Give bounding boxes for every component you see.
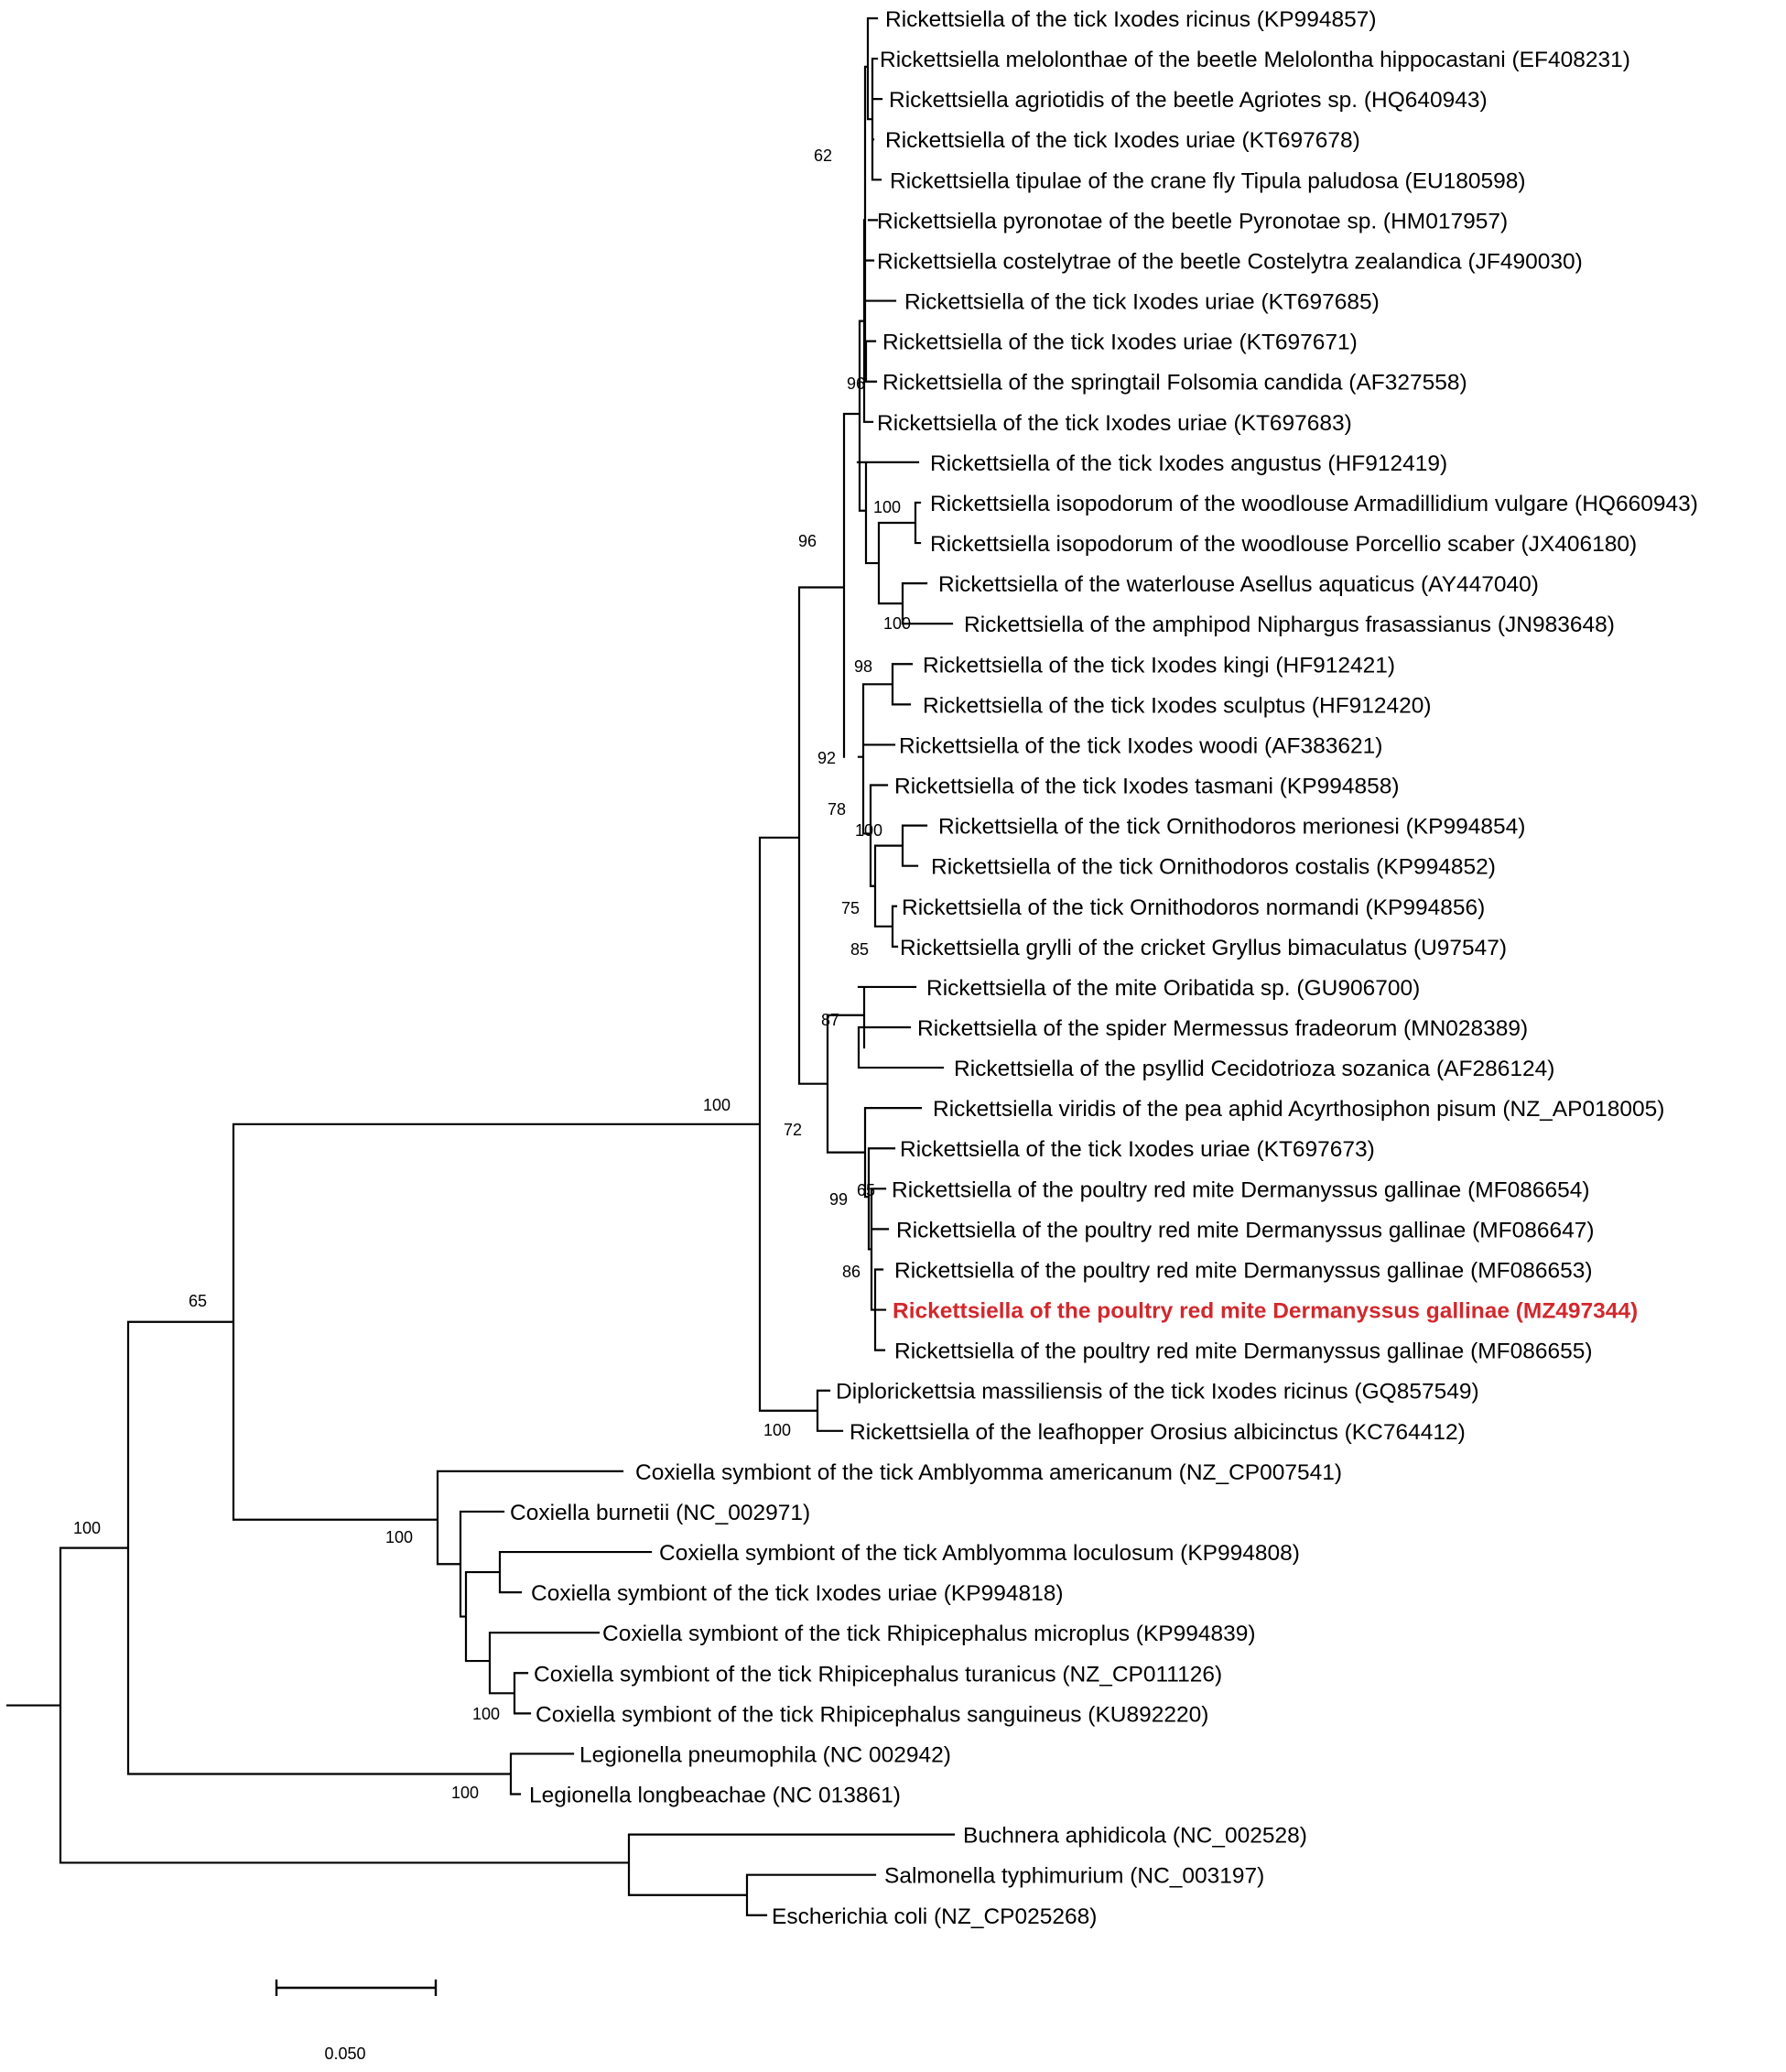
- taxon-labels: Rickettsiella of the tick Ixodes ricinus…: [510, 7, 1698, 1929]
- support-value: 100: [883, 614, 911, 633]
- support-value: 100: [703, 1096, 731, 1114]
- taxon-label-t36: Rickettsiella of the leafhopper Orosius …: [850, 1420, 1466, 1445]
- support-value: 100: [385, 1528, 413, 1546]
- taxon-label-t5: Rickettsiella tipulae of the crane fly T…: [890, 168, 1526, 193]
- scale-bar-label: 0.050: [324, 2045, 365, 2063]
- taxon-label-t14: Rickettsiella isopodorum of the woodlous…: [930, 532, 1637, 557]
- branch-lines: [5, 16, 956, 1916]
- taxon-label-t20: Rickettsiella of the tick Ixodes tasmani…: [894, 775, 1400, 799]
- support-value: 65: [189, 1292, 207, 1310]
- taxon-label-t31: Rickettsiella of the poultry red mite De…: [896, 1218, 1595, 1242]
- taxon-label-t17: Rickettsiella of the tick Ixodes kingi (…: [923, 653, 1395, 678]
- support-value: 100: [855, 821, 882, 840]
- scale-bar-line: [275, 1980, 438, 1996]
- taxon-label-t33: Rickettsiella of the poultry red mite De…: [893, 1299, 1638, 1324]
- support-value: 98: [854, 657, 872, 676]
- taxon-label-t29: Rickettsiella of the tick Ixodes uriae (…: [900, 1137, 1375, 1162]
- taxon-label-t15: Rickettsiella of the waterlouse Asellus …: [938, 572, 1539, 597]
- taxon-label-t48: Escherichia coli (NZ_CP025268): [772, 1904, 1097, 1929]
- taxon-label-t13: Rickettsiella isopodorum of the woodlous…: [930, 492, 1698, 516]
- taxon-label-t2: Rickettsiella melolonthae of the beetle …: [880, 48, 1630, 72]
- taxon-label-t22: Rickettsiella of the tick Ornithodoros c…: [931, 855, 1496, 880]
- taxon-label-t11: Rickettsiella of the tick Ixodes uriae (…: [877, 411, 1352, 436]
- taxon-label-t38: Coxiella burnetii (NC_002971): [510, 1501, 810, 1525]
- taxon-label-t32: Rickettsiella of the poultry red mite De…: [894, 1258, 1593, 1283]
- support-value: 96: [798, 532, 817, 550]
- support-value: 86: [842, 1263, 861, 1281]
- taxon-label-t7: Rickettsiella costelytrae of the beetle …: [877, 249, 1583, 274]
- support-value: 100: [472, 1705, 500, 1723]
- taxon-label-t8: Rickettsiella of the tick Ixodes uriae (…: [904, 290, 1380, 315]
- taxon-label-t44: Legionella pneumophila (NC 002942): [579, 1742, 951, 1767]
- support-value: 100: [451, 1784, 479, 1802]
- scale-bar: 0.050: [275, 1980, 438, 2063]
- taxon-label-t30: Rickettsiella of the poultry red mite De…: [892, 1177, 1590, 1202]
- support-value: 75: [841, 899, 860, 917]
- taxon-label-t10: Rickettsiella of the springtail Folsomia…: [882, 371, 1467, 396]
- support-value: 85: [850, 940, 869, 959]
- tree-branches: [5, 16, 956, 1916]
- taxon-label-t42: Coxiella symbiont of the tick Rhipicepha…: [534, 1662, 1222, 1687]
- taxon-label-t6: Rickettsiella pyronotae of the beetle Py…: [877, 209, 1508, 233]
- taxon-label-t45: Legionella longbeachae (NC 013861): [529, 1784, 901, 1808]
- taxon-label-t23: Rickettsiella of the tick Ornithodoros n…: [902, 895, 1485, 920]
- taxon-label-t21: Rickettsiella of the tick Ornithodoros m…: [938, 815, 1525, 840]
- taxon-label-t3: Rickettsiella agriotidis of the beetle A…: [889, 88, 1488, 113]
- taxon-label-t35: Diplorickettsia massiliensis of the tick…: [836, 1380, 1479, 1405]
- support-value: 78: [828, 800, 846, 819]
- taxon-label-t46: Buchnera aphidicola (NC_002528): [963, 1824, 1307, 1849]
- taxon-label-t24: Rickettsiella grylli of the cricket Gryl…: [900, 936, 1507, 960]
- taxon-label-t47: Salmonella typhimurium (NC_003197): [884, 1864, 1264, 1889]
- support-value: 96: [847, 374, 865, 393]
- support-value: 87: [821, 1011, 839, 1029]
- taxon-label-t18: Rickettsiella of the tick Ixodes sculptu…: [923, 693, 1432, 718]
- support-value: 100: [763, 1421, 791, 1439]
- taxon-label-t1: Rickettsiella of the tick Ixodes ricinus…: [885, 7, 1377, 32]
- taxon-label-t28: Rickettsiella viridis of the pea aphid A…: [933, 1097, 1664, 1122]
- taxon-label-t34: Rickettsiella of the poultry red mite De…: [894, 1340, 1593, 1364]
- support-value: 72: [784, 1121, 802, 1139]
- taxon-label-t4: Rickettsiella of the tick Ixodes uriae (…: [885, 128, 1360, 153]
- taxon-label-t41: Coxiella symbiont of the tick Rhipicepha…: [602, 1622, 1256, 1646]
- taxon-label-t27: Rickettsiella of the psyllid Cecidotrioz…: [954, 1057, 1554, 1081]
- taxon-label-t16: Rickettsiella of the amphipod Niphargus …: [964, 613, 1615, 637]
- support-value: 99: [829, 1190, 848, 1209]
- support-value: 65: [857, 1181, 875, 1199]
- taxon-label-t43: Coxiella symbiont of the tick Rhipicepha…: [536, 1702, 1208, 1727]
- support-value: 62: [814, 146, 832, 165]
- taxon-label-t37: Coxiella symbiont of the tick Amblyomma …: [635, 1460, 1342, 1485]
- taxon-label-t12: Rickettsiella of the tick Ixodes angustu…: [930, 451, 1447, 476]
- taxon-label-t19: Rickettsiella of the tick Ixodes woodi (…: [899, 733, 1382, 758]
- support-value: 92: [817, 749, 836, 767]
- taxon-label-t39: Coxiella symbiont of the tick Amblyomma …: [659, 1541, 1300, 1566]
- taxon-label-t40: Coxiella symbiont of the tick Ixodes uri…: [531, 1581, 1064, 1606]
- support-values: 62 96 100 100 96 98 92 78 100 75 85 87 72 65 99 86 100 10…: [73, 146, 911, 1802]
- support-value: 100: [73, 1519, 101, 1537]
- support-value: 100: [873, 498, 901, 516]
- taxon-label-t26: Rickettsiella of the spider Mermessus fr…: [917, 1016, 1528, 1041]
- taxon-label-t25: Rickettsiella of the mite Oribatida sp. …: [926, 976, 1420, 1001]
- taxon-label-t9: Rickettsiella of the tick Ixodes uriae (…: [882, 331, 1358, 355]
